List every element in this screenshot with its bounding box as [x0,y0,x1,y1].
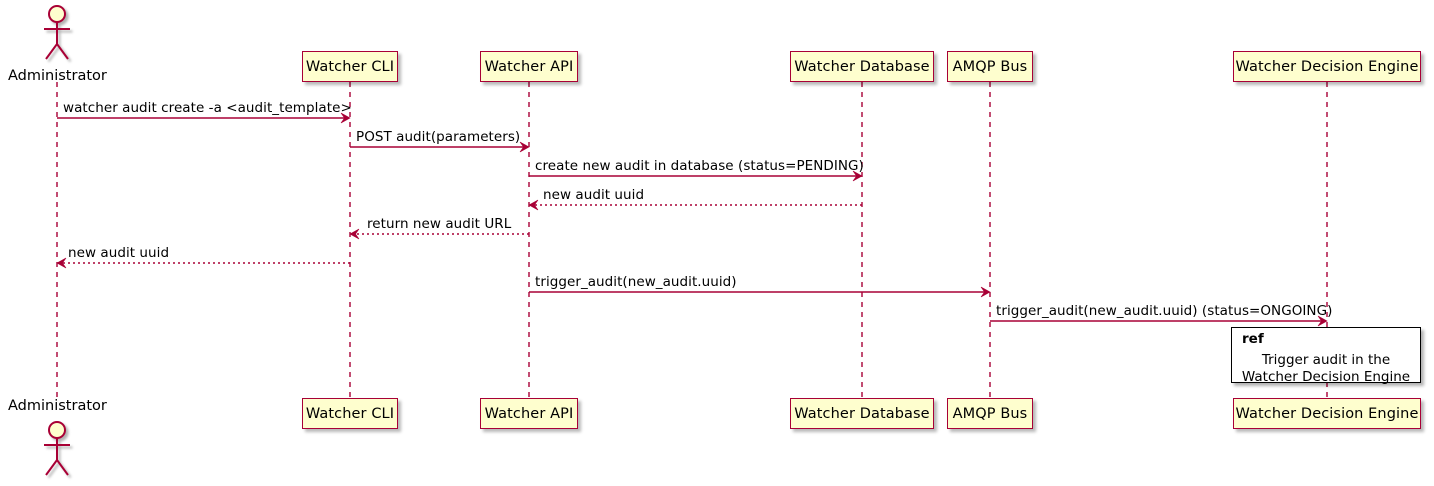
participant-box-watcher-database-bottom[interactable]: Watcher Database [790,398,934,429]
message-label-5: return new audit URL [367,216,512,232]
participant-box-watcher-decision-engine-top[interactable]: Watcher Decision Engine [1233,51,1421,82]
message-arrow-8 [990,315,1328,327]
message-label-3: create new audit in database (status=PEN… [535,158,864,174]
message-arrow-5 [349,228,529,240]
participant-box-watcher-database-top[interactable]: Watcher Database [790,51,934,82]
message-label-6: new audit uuid [68,245,170,261]
participant-box-amqp-bus-top[interactable]: AMQP Bus [947,51,1033,82]
message-label-2: POST audit(parameters) [356,129,521,145]
actor-figure-administrator-top [44,5,70,60]
ref-fragment-text-line-2: Watcher Decision Engine [1241,369,1411,385]
actor-label-administrator-top: Administrator [8,68,107,84]
message-arrow-1 [57,112,351,124]
participant-box-watcher-api-top[interactable]: Watcher API [480,51,578,82]
message-label-1: watcher audit create -a <audit_template> [63,100,352,116]
participant-box-watcher-cli-top[interactable]: Watcher CLI [302,51,398,82]
participant-box-amqp-bus-bottom[interactable]: AMQP Bus [947,398,1033,429]
message-arrow-3 [529,170,863,182]
ref-fragment-text: Trigger audit in the Watcher Decision En… [1232,352,1420,386]
actor-figure-administrator-bottom [44,421,70,476]
message-arrow-6 [56,257,350,269]
ref-tab-label: ref [1242,331,1264,347]
actor-label-administrator-bottom: Administrator [8,398,107,414]
message-label-8: trigger_audit(new_audit.uuid) (status=ON… [996,303,1333,319]
message-label-7: trigger_audit(new_audit.uuid) [535,274,737,290]
message-arrow-7 [529,286,991,298]
participant-box-watcher-api-bottom[interactable]: Watcher API [480,398,578,429]
ref-fragment-text-line-1: Trigger audit in the [1261,352,1391,368]
message-arrow-2 [350,141,530,153]
message-arrow-4 [528,199,862,211]
message-label-4: new audit uuid [543,187,645,203]
ref-fragment: ref Trigger audit in the Watcher Decisio… [1231,327,1421,386]
participant-box-watcher-cli-bottom[interactable]: Watcher CLI [302,398,398,429]
participant-box-watcher-decision-engine-bottom[interactable]: Watcher Decision Engine [1233,398,1421,429]
